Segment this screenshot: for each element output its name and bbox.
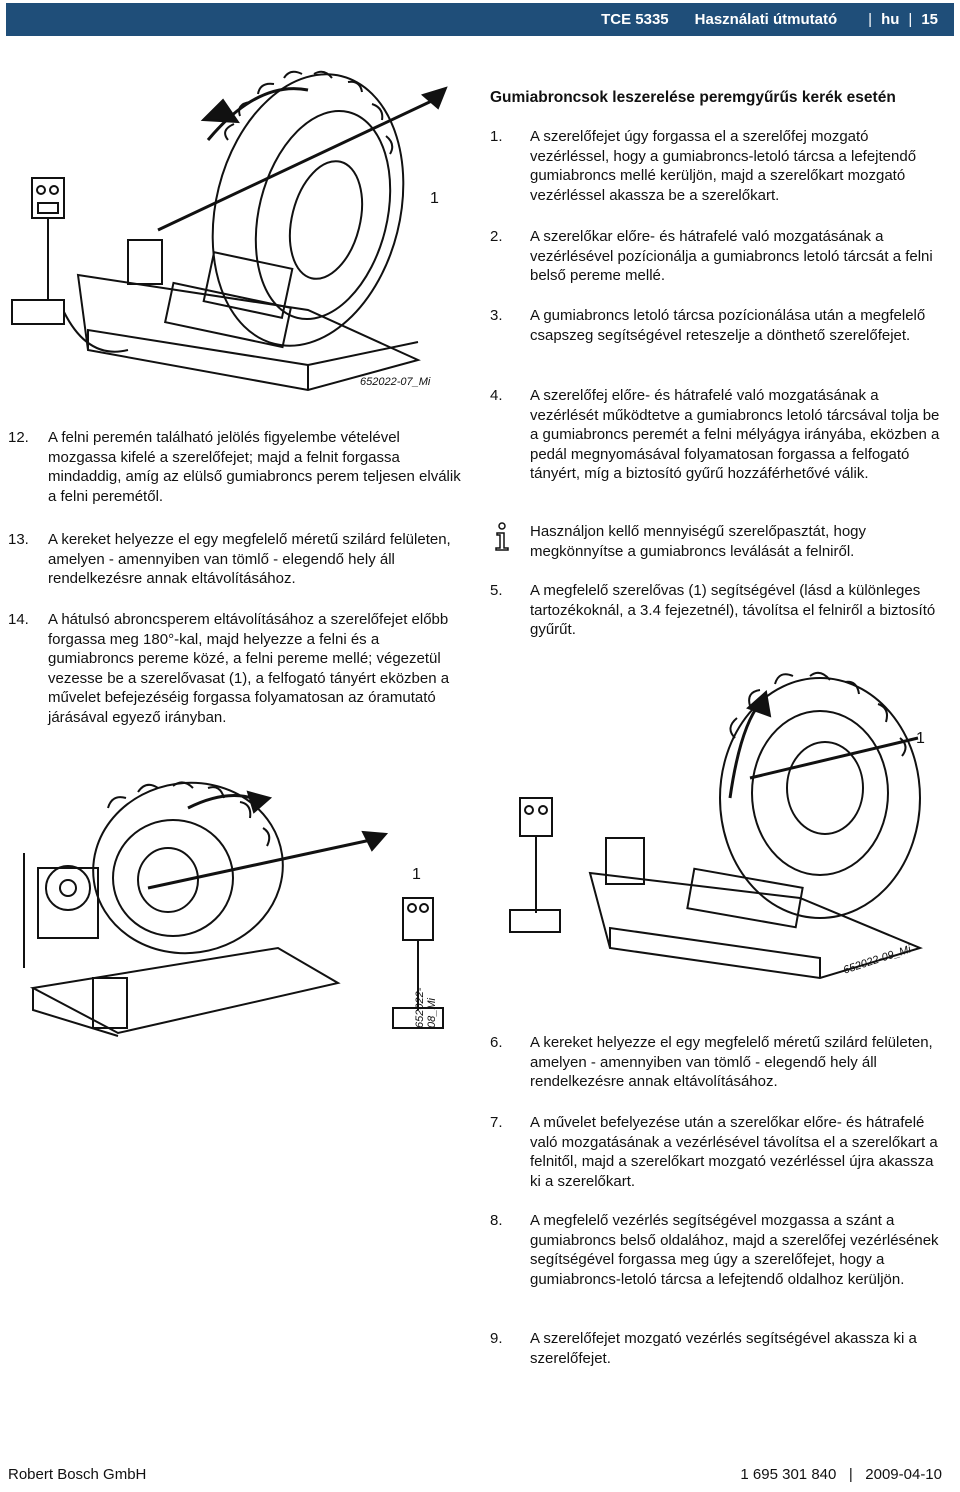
step-item: 12. A felni peremén található jelölés fi… <box>8 428 466 506</box>
step-number: 13. <box>8 531 29 548</box>
step-item: 7. A művelet befelyezése után a szerelők… <box>490 1113 948 1191</box>
step-number: 7. <box>490 1114 503 1131</box>
step-item: 6. A kereket helyezze el egy megfelelő m… <box>490 1033 948 1092</box>
step-text: A megfelelő szerelővas (1) segítségével … <box>530 582 936 638</box>
page-number: 15 <box>921 11 938 28</box>
step-number: 12. <box>8 429 29 446</box>
step-text: A kereket helyezze el egy megfelelő mére… <box>530 1034 933 1090</box>
step-text: A megfelelő vezérlés segítségével mozgas… <box>530 1212 939 1288</box>
step-number: 2. <box>490 228 503 245</box>
tyre-changer-illustration-1 <box>11 70 448 392</box>
step-item: 4. A szerelőfej előre- és hátrafelé való… <box>490 386 948 484</box>
step-item: 2. A szerelőkar előre- és hátrafelé való… <box>490 227 948 286</box>
step-text: A szerelőfejet úgy forgassa el a szerelő… <box>530 128 917 204</box>
document-title: Használati útmutató <box>694 11 838 28</box>
step-text: A hátulsó abroncsperem eltávolításához a… <box>48 611 450 726</box>
step-text: A kereket helyezze el egy megfelelő mére… <box>48 531 451 587</box>
step-item: 5. A megfelelő szerelővas (1) segítségév… <box>490 581 948 640</box>
product-name: TCE 5335 <box>601 11 669 28</box>
figure-tyre-changer-1: 1 652022-07_Mi <box>8 60 448 396</box>
step-number: 14. <box>8 611 29 628</box>
step-item: 3. A gumiabroncs letoló tárcsa pozícioná… <box>490 306 948 345</box>
footer-part-number: 1 695 301 840 <box>740 1466 837 1483</box>
figure-callout-label: 1 <box>916 730 925 747</box>
step-number: 5. <box>490 582 503 599</box>
footer-date: 2009-04-10 <box>865 1466 942 1483</box>
figure-code: 652022-07_Mi <box>360 376 431 388</box>
info-icon <box>490 522 530 561</box>
step-number: 3. <box>490 307 503 324</box>
footer-meta: 1 695 301 840 | 2009-04-10 <box>740 1466 942 1483</box>
step-text: A szerelőfejet mozgató vezérlés segítség… <box>530 1330 917 1367</box>
step-item: 9. A szerelőfejet mozgató vezérlés segít… <box>490 1329 948 1368</box>
figure-tyre-changer-2: 1 652022-08_Mi <box>8 778 468 1040</box>
step-item: 13. A kereket helyezze el egy megfelelő … <box>8 530 466 589</box>
step-text: A szerelőkar előre- és hátrafelé való mo… <box>530 228 933 284</box>
language-code: hu <box>881 11 900 28</box>
step-text: A szerelőfej előre- és hátrafelé való mo… <box>530 387 940 482</box>
tyre-changer-illustration-2 <box>23 781 444 1037</box>
step-text: A művelet befelyezése után a szerelőkar … <box>530 1114 938 1190</box>
section-heading: Gumiabroncsok leszerelése peremgyűrűs ke… <box>490 89 896 106</box>
step-item: 1. A szerelőfejet úgy forgassa el a szer… <box>490 127 948 205</box>
step-number: 6. <box>490 1034 503 1051</box>
figure-callout-label: 1 <box>412 866 421 883</box>
step-item: 8. A megfelelő vezérlés segítségével moz… <box>490 1211 948 1289</box>
figure-tyre-changer-3: 1 652022-09_Mi <box>500 648 950 986</box>
note-text: Használjon kellő mennyiségű szerelőpaszt… <box>530 523 867 560</box>
step-text: A felni peremén található jelölés figyel… <box>48 429 461 505</box>
figure-callout-label: 1 <box>430 190 439 207</box>
step-item: 14. A hátulsó abroncsperem eltávolításáh… <box>8 610 466 727</box>
step-number: 9. <box>490 1330 503 1347</box>
step-number: 4. <box>490 387 503 404</box>
tyre-changer-illustration-3 <box>509 671 923 980</box>
page-header: TCE 5335 Használati útmutató | hu | 15 <box>6 3 954 36</box>
step-text: A gumiabroncs letoló tárcsa pozícionálás… <box>530 307 926 344</box>
info-note: Használjon kellő mennyiségű szerelőpaszt… <box>490 522 945 561</box>
step-number: 8. <box>490 1212 503 1229</box>
figure-code: 652022-08_Mi <box>414 987 438 1028</box>
footer-company: Robert Bosch GmbH <box>8 1466 147 1483</box>
step-number: 1. <box>490 128 503 145</box>
